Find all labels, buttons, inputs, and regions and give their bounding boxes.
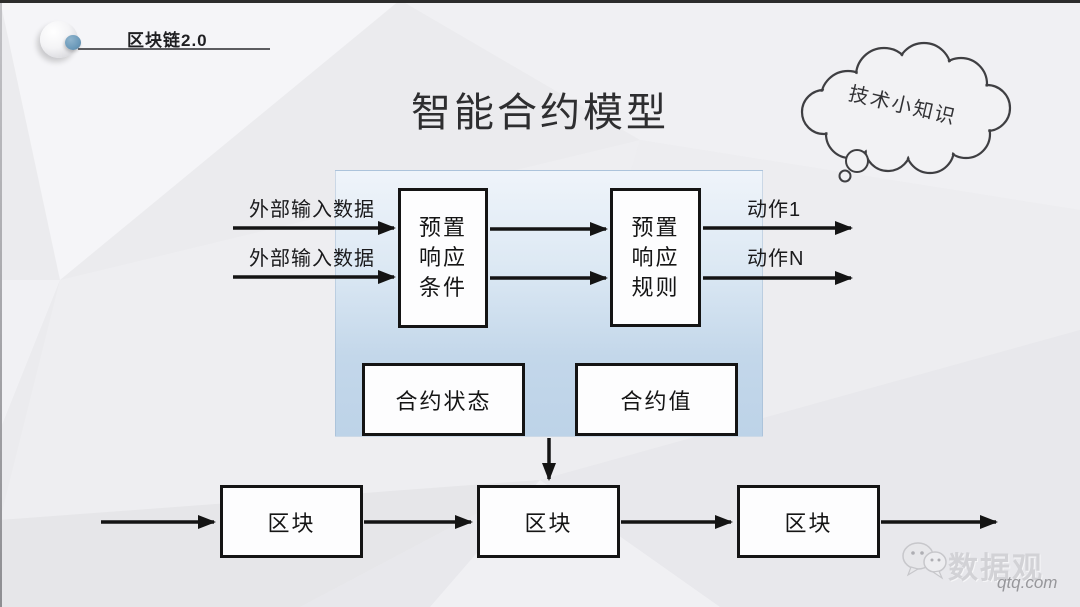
blue-dot-icon	[65, 35, 81, 50]
state-box: 合约状态	[362, 363, 525, 436]
rule-box-line: 响应	[631, 244, 680, 270]
condition-box-line: 条件	[418, 275, 467, 300]
page-title: 智能合约模型	[411, 91, 669, 135]
wechat-icon	[902, 542, 947, 580]
block-box-3: 区块	[737, 485, 880, 558]
thought-cloud: 技术小知识	[800, 41, 1012, 183]
slide-left-edge	[0, 3, 2, 607]
header-underline	[78, 48, 270, 50]
cloud-fill	[803, 44, 1009, 172]
output-label-2: 动作N	[747, 248, 805, 270]
condition-box-line: 预置	[418, 215, 467, 240]
watermark-site: qtq.com	[997, 573, 1058, 592]
rule-box-line: 规则	[631, 274, 680, 300]
header-badge: 区块链2.0	[127, 31, 208, 50]
input-label-1: 外部输入数据	[249, 199, 375, 221]
value-box: 合约值	[575, 363, 738, 436]
block-box-2: 区块	[477, 485, 620, 558]
condition-box-line: 响应	[418, 245, 467, 270]
rule-box: 预置 响应 规则	[610, 188, 701, 327]
output-label-1: 动作1	[747, 199, 802, 221]
slide-top-edge	[0, 0, 1080, 3]
input-label-2: 外部输入数据	[249, 248, 375, 270]
block-box-1: 区块	[220, 485, 363, 558]
condition-box: 预置 响应 条件	[398, 188, 488, 328]
cloud-tail-bubbles	[838, 149, 869, 183]
rule-box-line: 预置	[631, 214, 680, 240]
watermark-brand: 数据观	[948, 552, 1044, 585]
